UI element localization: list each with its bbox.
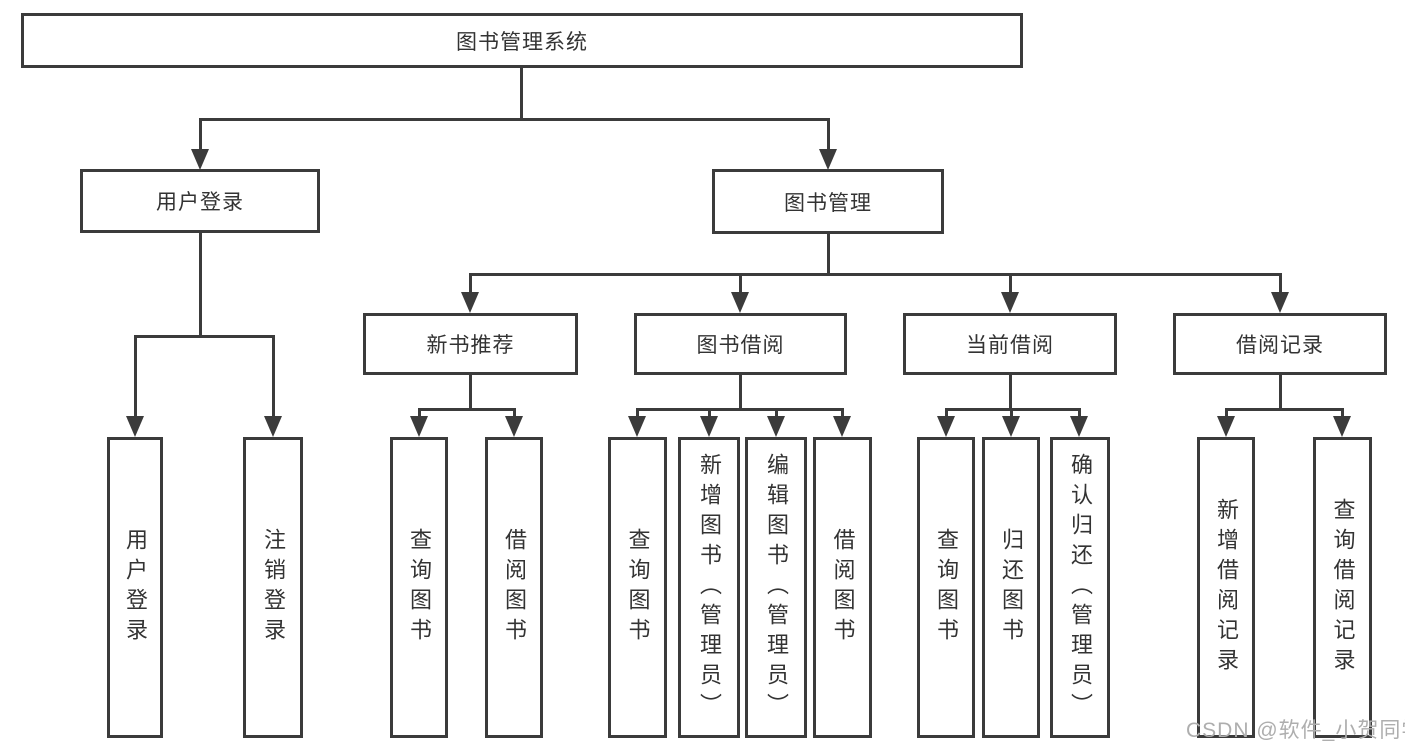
leaf-cb-return-book-label: 归还图书 — [999, 527, 1024, 648]
leaf-cb-query-book-label: 查询图书 — [934, 527, 959, 648]
leaf-br-add-record: 新增借阅记录 — [1197, 437, 1255, 738]
node-user-login-label: 用户登录 — [156, 191, 244, 214]
connector-arrowhead — [1001, 292, 1019, 313]
connector-line — [418, 408, 421, 419]
leaf-bb-query-book: 查询图书 — [608, 437, 667, 738]
connector-line — [513, 408, 516, 419]
connector-arrowhead — [767, 416, 785, 437]
leaf-logout-label: 注销登录 — [261, 527, 286, 648]
connector-line — [272, 335, 275, 418]
connector-line — [199, 118, 202, 150]
node-book-management-label: 图书管理 — [784, 191, 872, 215]
connector-line — [1279, 375, 1282, 411]
connector-arrowhead — [461, 292, 479, 313]
connector-line — [945, 408, 948, 419]
connector-arrowhead — [1070, 416, 1088, 437]
leaf-rec-query-book-label: 查询图书 — [407, 527, 432, 648]
connector-arrowhead — [410, 416, 428, 437]
node-book-management: 图书管理 — [712, 169, 944, 234]
csdn-watermark: CSDN @软件_小贺同学 — [1186, 719, 1405, 742]
connector-arrowhead — [628, 416, 646, 437]
leaf-cb-confirm-return-label: 确认归还（管理员） — [1068, 452, 1093, 723]
connector-line — [1078, 408, 1081, 419]
leaf-cb-query-book: 查询图书 — [917, 437, 975, 738]
leaf-rec-borrow-book: 借阅图书 — [485, 437, 543, 738]
connector-line — [636, 408, 639, 419]
connector-arrowhead — [1217, 416, 1235, 437]
connector-line — [199, 233, 202, 335]
node-current-borrow-label: 当前借阅 — [966, 334, 1054, 357]
connector-line — [199, 118, 830, 121]
leaf-logout: 注销登录 — [243, 437, 303, 738]
connector-arrowhead — [937, 416, 955, 437]
connector-line — [827, 118, 830, 150]
leaf-rec-query-book: 查询图书 — [390, 437, 448, 738]
node-book-borrow-label: 图书借阅 — [696, 334, 785, 357]
connector-arrowhead — [191, 149, 209, 170]
connector-line — [1009, 273, 1012, 294]
connector-line — [708, 408, 711, 419]
node-new-book-recommend: 新书推荐 — [363, 313, 578, 375]
leaf-user-login: 用户登录 — [107, 437, 163, 738]
connector-arrowhead — [1333, 416, 1351, 437]
connector-arrowhead — [264, 416, 282, 437]
node-user-login: 用户登录 — [80, 169, 320, 233]
connector-line — [1009, 375, 1012, 411]
connector-arrowhead — [1002, 416, 1020, 437]
connector-line — [520, 68, 523, 121]
connector-line — [775, 408, 778, 419]
leaf-br-add-record-label: 新增借阅记录 — [1214, 497, 1239, 678]
connector-arrowhead — [700, 416, 718, 437]
node-borrow-record-label: 借阅记录 — [1236, 334, 1324, 357]
connector-line — [469, 273, 472, 294]
node-borrow-record: 借阅记录 — [1173, 313, 1387, 375]
leaf-bb-borrow-book-label: 借阅图书 — [830, 527, 856, 648]
connector-line — [134, 335, 137, 418]
connector-line — [418, 408, 516, 411]
connector-line — [739, 273, 742, 294]
leaf-user-login-label: 用户登录 — [123, 527, 148, 648]
leaf-cb-return-book: 归还图书 — [982, 437, 1040, 738]
connector-line — [841, 408, 844, 419]
leaf-br-query-record: 查询借阅记录 — [1313, 437, 1372, 738]
leaf-bb-edit-book-label: 编辑图书（管理员） — [764, 452, 789, 723]
leaf-bb-edit-book: 编辑图书（管理员） — [745, 437, 807, 738]
leaf-bb-borrow-book: 借阅图书 — [813, 437, 872, 738]
leaf-rec-borrow-book-label: 借阅图书 — [502, 527, 527, 648]
leaf-br-query-record-label: 查询借阅记录 — [1330, 497, 1356, 678]
leaf-bb-query-book-label: 查询图书 — [625, 527, 651, 648]
connector-arrowhead — [1271, 292, 1289, 313]
connector-line — [469, 375, 472, 411]
node-root: 图书管理系统 — [21, 13, 1023, 68]
connector-line — [1279, 273, 1282, 294]
connector-line — [827, 234, 830, 275]
connector-line — [739, 375, 742, 411]
connector-line — [469, 273, 1282, 276]
node-root-label: 图书管理系统 — [456, 30, 588, 54]
connector-arrowhead — [731, 292, 749, 313]
node-current-borrow: 当前借阅 — [903, 313, 1117, 375]
connector-arrowhead — [819, 149, 837, 170]
connector-arrowhead — [126, 416, 144, 437]
node-book-borrow: 图书借阅 — [634, 313, 847, 375]
connector-line — [945, 408, 1081, 411]
connector-line — [1225, 408, 1344, 411]
leaf-bb-add-book: 新增图书（管理员） — [678, 437, 740, 738]
connector-arrowhead — [505, 416, 523, 437]
leaf-cb-confirm-return: 确认归还（管理员） — [1050, 437, 1110, 738]
connector-line — [636, 408, 844, 411]
connector-line — [134, 335, 275, 338]
node-new-book-recommend-label: 新书推荐 — [426, 334, 515, 357]
connector-line — [1341, 408, 1344, 419]
connector-arrowhead — [833, 416, 851, 437]
connector-line — [1010, 408, 1013, 419]
connector-line — [1225, 408, 1228, 419]
leaf-bb-add-book-label: 新增图书（管理员） — [697, 452, 722, 723]
